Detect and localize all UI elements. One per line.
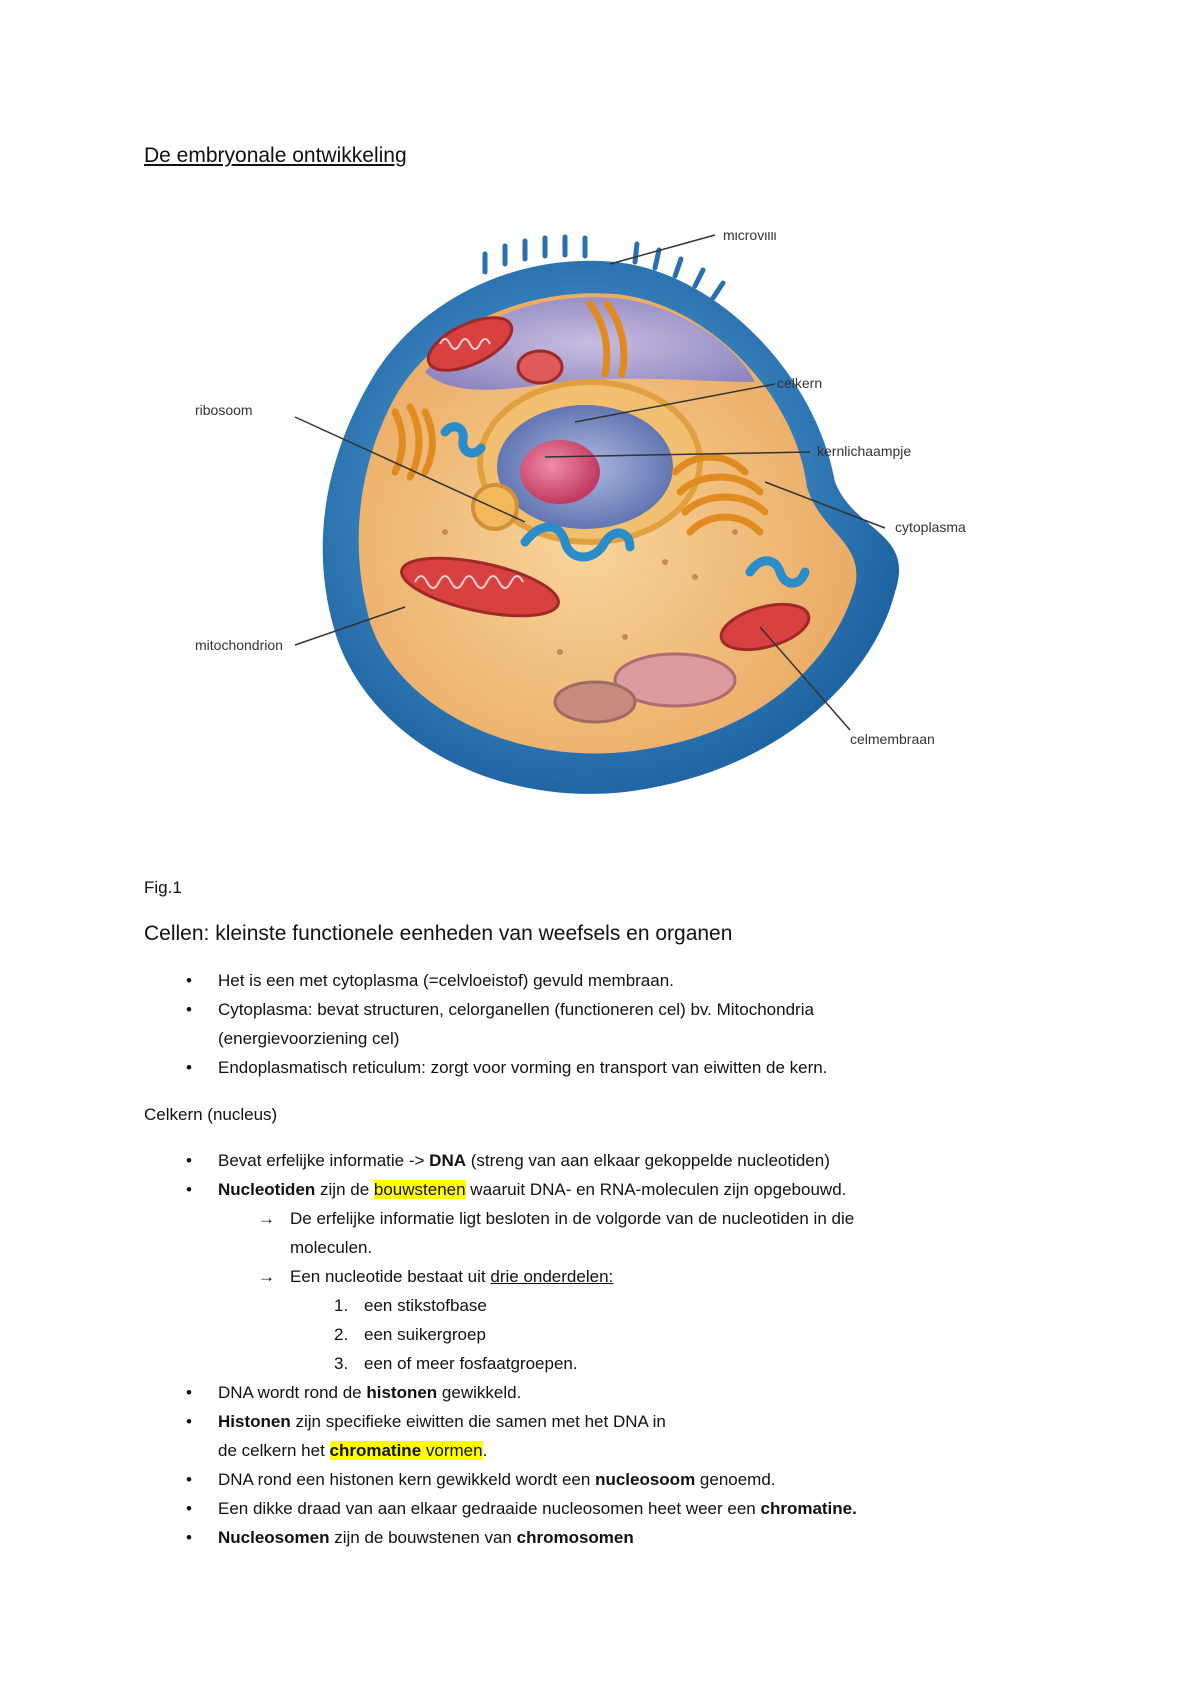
list-item: Bevat erfelijke informatie -> DNA (stren… bbox=[144, 1146, 1144, 1175]
highlight: chromatine vormen bbox=[329, 1441, 483, 1460]
label-microvilli: microvilli bbox=[723, 232, 777, 243]
list-item: Cytoplasma: bevat structuren, celorganel… bbox=[144, 995, 1144, 1053]
list-item: DNA wordt rond de histonen gewikkeld. bbox=[144, 1378, 1144, 1407]
nucleus-heading: Celkern (nucleus) bbox=[144, 1105, 278, 1124]
list-item: DNA rond een histonen kern gewikkeld wor… bbox=[144, 1465, 1144, 1494]
list-item: Een dikke draad van aan elkaar gedraaide… bbox=[144, 1494, 1144, 1523]
list-item: 3.een of meer fosfaatgroepen. bbox=[334, 1354, 578, 1373]
arrow-icon: → bbox=[258, 1267, 275, 1286]
arrow-icon: → bbox=[258, 1209, 275, 1228]
list-item: Nucleosomen zijn de bouwstenen van chrom… bbox=[144, 1523, 1144, 1552]
list-item: 2.een suikergroep bbox=[334, 1325, 486, 1344]
document-title: De embryonale ontwikkeling bbox=[144, 144, 407, 167]
arrow-item: → De erfelijke informatie ligt besloten … bbox=[144, 1204, 1144, 1262]
label-celkern: celkern bbox=[777, 375, 822, 391]
nucleus-bullets: Bevat erfelijke informatie -> DNA (stren… bbox=[144, 1146, 1144, 1552]
nucleus-heading-block: Celkern (nucleus) bbox=[144, 1100, 1144, 1129]
label-celmembraan: celmembraan bbox=[850, 731, 935, 747]
arrow-item: → Een nucleotide bestaat uit drie onderd… bbox=[144, 1262, 1144, 1291]
list-item: Het is een met cytoplasma (=celvloeistof… bbox=[144, 966, 1144, 995]
er-shapes bbox=[440, 422, 810, 588]
label-mitochondrion: mitochondrion bbox=[195, 637, 283, 653]
figure-caption: Fig.1 bbox=[144, 878, 182, 897]
cell-diagram-svg: microvilli ribosoom celkern kernlichaamp… bbox=[195, 232, 966, 794]
label-cytoplasma: cytoplasma bbox=[895, 519, 966, 535]
list-item: Nucleotiden zijn de bouwstenen waaruit D… bbox=[144, 1175, 1144, 1204]
microvilli-shape bbox=[482, 234, 726, 301]
label-kernlichaampje: kernlichaampje bbox=[817, 443, 911, 459]
vesicle-shape bbox=[471, 483, 519, 531]
golgi-shapes bbox=[391, 300, 769, 536]
cell-illustration: microvilli ribosoom celkern kernlichaamp… bbox=[195, 232, 1075, 832]
section-heading: Cellen: kleinste functionele eenheden va… bbox=[144, 922, 733, 945]
highlight: bouwstenen bbox=[373, 1180, 466, 1199]
list-item: 1.een stikstofbase bbox=[334, 1296, 487, 1315]
pointer-lines bbox=[294, 234, 886, 731]
cell-bullets: Het is een met cytoplasma (=celvloeistof… bbox=[144, 966, 1144, 1082]
list-item: Histonen zijn specifieke eiwitten die sa… bbox=[144, 1407, 1144, 1465]
list-item: Endoplasmatisch reticulum: zorgt voor vo… bbox=[144, 1053, 1144, 1082]
label-ribosoom: ribosoom bbox=[195, 402, 253, 418]
nucleolus-shape bbox=[520, 440, 600, 504]
nucleotide-parts-list: 1.een stikstofbase 2.een suikergroep 3.e… bbox=[144, 1291, 1144, 1378]
